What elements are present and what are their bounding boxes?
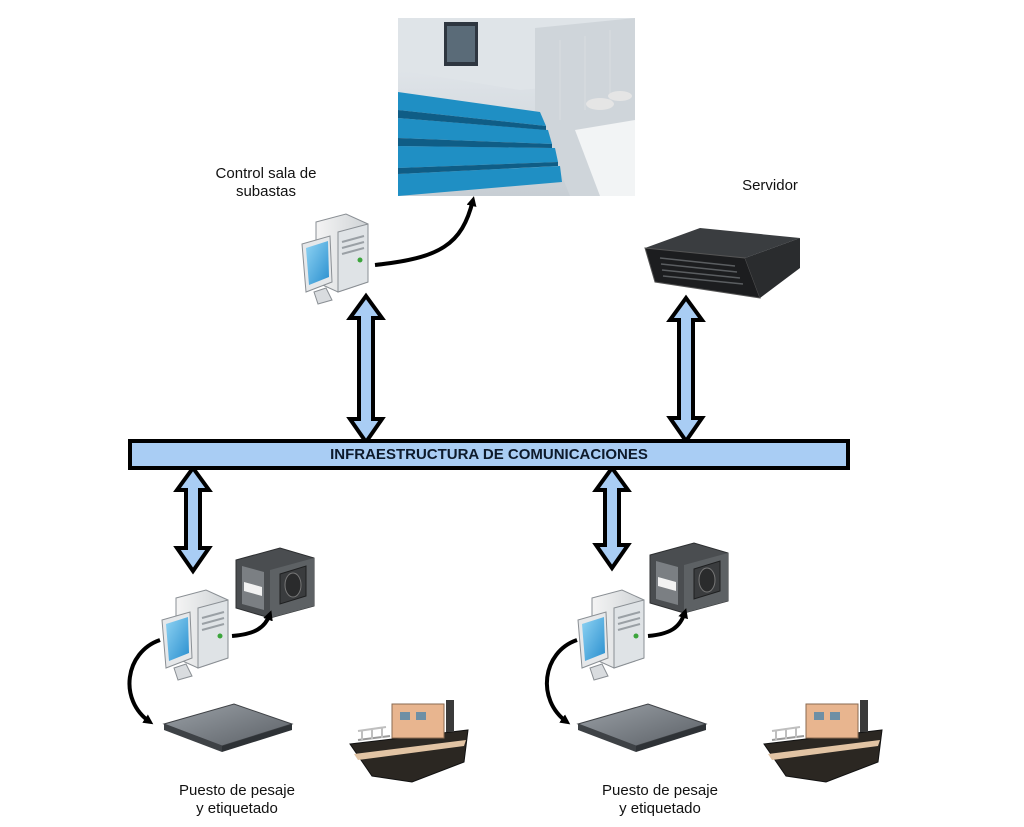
boat-icon [349,699,469,783]
boat-icon [763,699,883,783]
left-station-bus-arrow [173,464,213,575]
bus-label: INFRAESTRUCTURA DE COMUNICACIONES [330,446,648,463]
server-bus-arrow [666,294,706,445]
right-station-bus-arrow [592,464,632,572]
scale-icon [577,703,707,753]
server-label: Servidor [725,177,815,195]
right-station-label-line2: y etiquetado [619,800,701,817]
server-icon [644,228,800,299]
workstation-icon [161,589,229,681]
printer-icon [649,542,729,614]
right-station-label-line1: Puesto de pesaje [602,782,718,799]
control-to-room-arrow [374,196,477,267]
workstation-to-printer-arrow [231,610,273,638]
left-station-label-line1: Puesto de pesaje [179,782,295,799]
right-station-label: Puesto de pesaje y etiquetado [585,782,735,818]
workstation-to-scale-arrow [127,638,161,725]
workstation-to-printer-arrow [647,608,688,638]
scale-icon [163,703,293,753]
control-room-label-line2: subastas [235,183,297,200]
control-room-label-line1: Control sala de [215,165,317,182]
left-weighing-station [127,547,469,783]
left-station-label: Puesto de pesaje y etiquetado [162,782,312,818]
communications-bus [128,439,850,470]
control-room-label: Control sala de subastas [196,165,336,201]
left-station-label-line2: y etiquetado [196,800,278,817]
workstation-icon [577,589,645,681]
right-weighing-station [544,542,883,783]
control-workstation-icon [301,213,369,305]
workstation-to-scale-arrow [544,638,578,725]
auction-room-photo [398,18,635,196]
printer-icon [235,547,315,619]
server-label-text: Servidor [742,177,798,194]
control-bus-arrow [346,292,386,446]
